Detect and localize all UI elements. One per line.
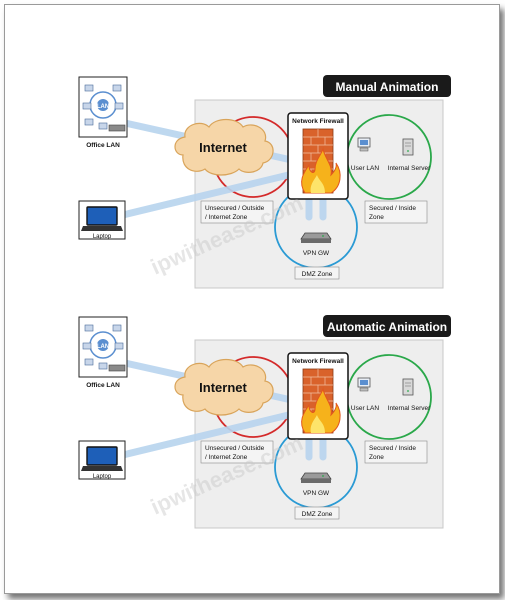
panel-title: Automatic Animation bbox=[327, 320, 447, 334]
laptop-label: Laptop bbox=[93, 474, 112, 480]
user-lan-computer-icon bbox=[357, 377, 371, 392]
network-firewall: Network Firewall bbox=[287, 352, 349, 440]
dmz-zone-label: DMZ Zone bbox=[294, 266, 340, 280]
laptop-icon: Laptop bbox=[78, 440, 126, 480]
secured-zone-label: Secured / Inside Zone bbox=[364, 440, 428, 464]
office-lan-icon: LAN bbox=[78, 76, 128, 138]
flame-icon bbox=[301, 387, 341, 434]
internet-cloud: Internet bbox=[174, 118, 274, 176]
unsecured-zone-label: Unsecured / Outside / Internet Zone bbox=[200, 440, 274, 464]
office-lan-icon: LAN bbox=[78, 316, 128, 378]
internet-label: Internet bbox=[199, 380, 247, 395]
user-lan-computer-icon bbox=[357, 137, 371, 152]
diagram-frame: Manual Animation Internet Network Firewa… bbox=[4, 4, 500, 594]
internal-server-icon bbox=[402, 138, 414, 156]
panel-title-badge: Automatic Animation bbox=[323, 315, 451, 337]
panel-title-badge: Manual Animation bbox=[323, 75, 451, 97]
svg-text:/ Internet Zone: / Internet Zone bbox=[205, 454, 248, 461]
svg-text:DMZ Zone: DMZ Zone bbox=[302, 271, 333, 278]
secured-zone-label: Secured / Inside Zone bbox=[364, 200, 428, 224]
vpn-gw-label: VPN GW bbox=[303, 250, 330, 257]
laptop-label: Laptop bbox=[93, 234, 112, 240]
internal-server-icon bbox=[402, 378, 414, 396]
svg-text:Unsecured / Outside: Unsecured / Outside bbox=[205, 205, 265, 212]
svg-text:DMZ Zone: DMZ Zone bbox=[302, 511, 333, 518]
svg-text:/ Internet Zone: / Internet Zone bbox=[205, 214, 248, 221]
dmz-zone-label: DMZ Zone bbox=[294, 506, 340, 520]
vpn-gateway-icon bbox=[300, 472, 332, 483]
flame-icon bbox=[301, 147, 341, 194]
laptop-icon: Laptop bbox=[78, 200, 126, 240]
svg-text:Secured / Inside: Secured / Inside bbox=[369, 445, 416, 452]
svg-text:Secured / Inside: Secured / Inside bbox=[369, 205, 416, 212]
automatic-animation-panel: Automatic Animation Internet Network Fir… bbox=[5, 245, 499, 539]
internet-label: Internet bbox=[199, 140, 247, 155]
svg-text:Zone: Zone bbox=[369, 454, 384, 461]
internet-cloud: Internet bbox=[174, 358, 274, 416]
vpn-gateway-icon bbox=[300, 232, 332, 243]
svg-text:Zone: Zone bbox=[369, 214, 384, 221]
lan-text: LAN bbox=[97, 104, 109, 110]
manual-animation-panel: Manual Animation Internet Network Firewa… bbox=[5, 5, 499, 299]
network-firewall: Network Firewall bbox=[287, 112, 349, 200]
internal-server-label: Internal Server bbox=[388, 405, 431, 412]
office-lan-label: Office LAN bbox=[86, 382, 120, 389]
user-lan-label: User LAN bbox=[351, 165, 379, 172]
user-lan-label: User LAN bbox=[351, 405, 379, 412]
firewall-label: Network Firewall bbox=[292, 358, 344, 365]
panel-title: Manual Animation bbox=[336, 80, 439, 94]
svg-text:Unsecured / Outside: Unsecured / Outside bbox=[205, 445, 265, 452]
firewall-label: Network Firewall bbox=[292, 118, 344, 125]
unsecured-zone-label: Unsecured / Outside / Internet Zone bbox=[200, 200, 274, 224]
vpn-gw-label: VPN GW bbox=[303, 490, 330, 497]
lan-text: LAN bbox=[97, 344, 109, 350]
office-lan-label: Office LAN bbox=[86, 142, 120, 149]
internal-server-label: Internal Server bbox=[388, 165, 431, 172]
